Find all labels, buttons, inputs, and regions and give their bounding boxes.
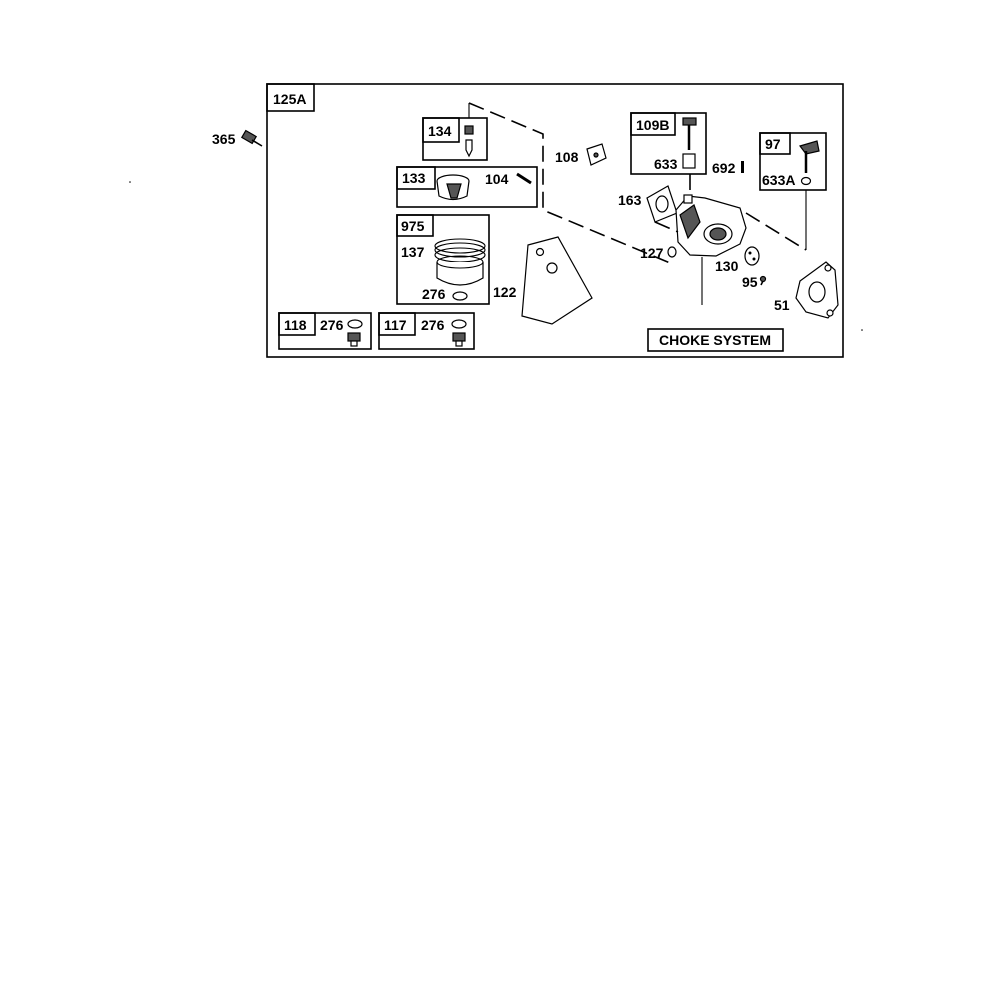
float-label: 133 xyxy=(402,170,426,186)
group-tag-box xyxy=(266,83,315,112)
washer-118-icon[interactable] xyxy=(347,319,363,329)
choke-seal-icon[interactable] xyxy=(800,176,812,186)
bowl-washer-label: 276 xyxy=(422,286,446,302)
screw-118-icon[interactable] xyxy=(347,332,361,347)
bowl-washer-icon[interactable] xyxy=(452,291,468,301)
washer-117-icon[interactable] xyxy=(451,319,467,329)
group-tag-label: 125A xyxy=(273,91,306,107)
choke-seal-label: 633A xyxy=(762,172,795,188)
needle-label: 134 xyxy=(428,123,452,139)
assembly-lines xyxy=(468,102,807,305)
float-pin-icon[interactable] xyxy=(516,172,532,185)
float-pin-label: 104 xyxy=(485,171,509,187)
choke-valve-label: 108 xyxy=(555,149,579,165)
gasket-icon[interactable] xyxy=(646,185,678,223)
carburetor-body-icon[interactable] xyxy=(675,194,747,257)
welch-plug-icon[interactable] xyxy=(667,246,677,258)
screw-365-label: 365 xyxy=(212,131,236,147)
gasket-label: 163 xyxy=(618,192,642,208)
choke-system-button[interactable] xyxy=(647,328,784,352)
stray-dot xyxy=(861,329,863,331)
spacer-gasket-icon[interactable] xyxy=(521,236,593,325)
stray-dot xyxy=(129,181,131,183)
spacer-label: 122 xyxy=(493,284,517,300)
spring-pin-icon[interactable] xyxy=(741,161,744,173)
choke-label: 97 xyxy=(765,136,781,152)
throttle-valve-label: 130 xyxy=(715,258,739,274)
choke-shaft-icon[interactable] xyxy=(799,140,820,173)
throttle-label: 109B xyxy=(636,117,669,133)
bowl-box-tag xyxy=(396,214,434,237)
choke-valve-icon[interactable] xyxy=(586,143,607,166)
throttle-box-tag xyxy=(630,112,676,136)
throttle-seal-icon[interactable] xyxy=(682,153,696,169)
float-box-tag xyxy=(396,166,436,190)
valve-screw-label: 95 xyxy=(742,274,758,290)
throttle-seal-label: 633 xyxy=(654,156,678,172)
bowl-label: 975 xyxy=(401,218,425,234)
washer-117-label: 276 xyxy=(421,317,445,333)
screw-365-icon[interactable] xyxy=(240,129,263,147)
throttle-shaft-icon[interactable] xyxy=(682,117,697,150)
inlet-needle-icon[interactable] xyxy=(464,125,474,158)
choke-box xyxy=(759,132,827,191)
screw-117-label: 117 xyxy=(384,317,407,333)
throttle-valve-icon[interactable] xyxy=(744,246,760,266)
washer-118-label: 276 xyxy=(320,317,344,333)
choke-box-tag xyxy=(759,132,791,155)
bowl-box xyxy=(396,214,490,305)
intake-gasket-label: 51 xyxy=(774,297,790,313)
screw-box-118-tag xyxy=(278,312,316,336)
intake-gasket-icon[interactable] xyxy=(795,261,839,319)
screw-box-117-tag xyxy=(378,312,416,336)
needle-box-tag xyxy=(422,117,460,143)
choke-system-label: CHOKE SYSTEM xyxy=(659,332,771,348)
valve-screw-icon[interactable] xyxy=(759,275,767,286)
screw-117-icon[interactable] xyxy=(452,332,466,347)
spring-pin-label: 692 xyxy=(712,160,736,176)
float-bowl-icon[interactable] xyxy=(434,238,486,286)
float-icon[interactable] xyxy=(436,174,470,201)
bowl-gasket-label: 137 xyxy=(401,244,425,260)
screw-118-label: 118 xyxy=(284,317,307,333)
diagram-frame xyxy=(266,83,844,358)
